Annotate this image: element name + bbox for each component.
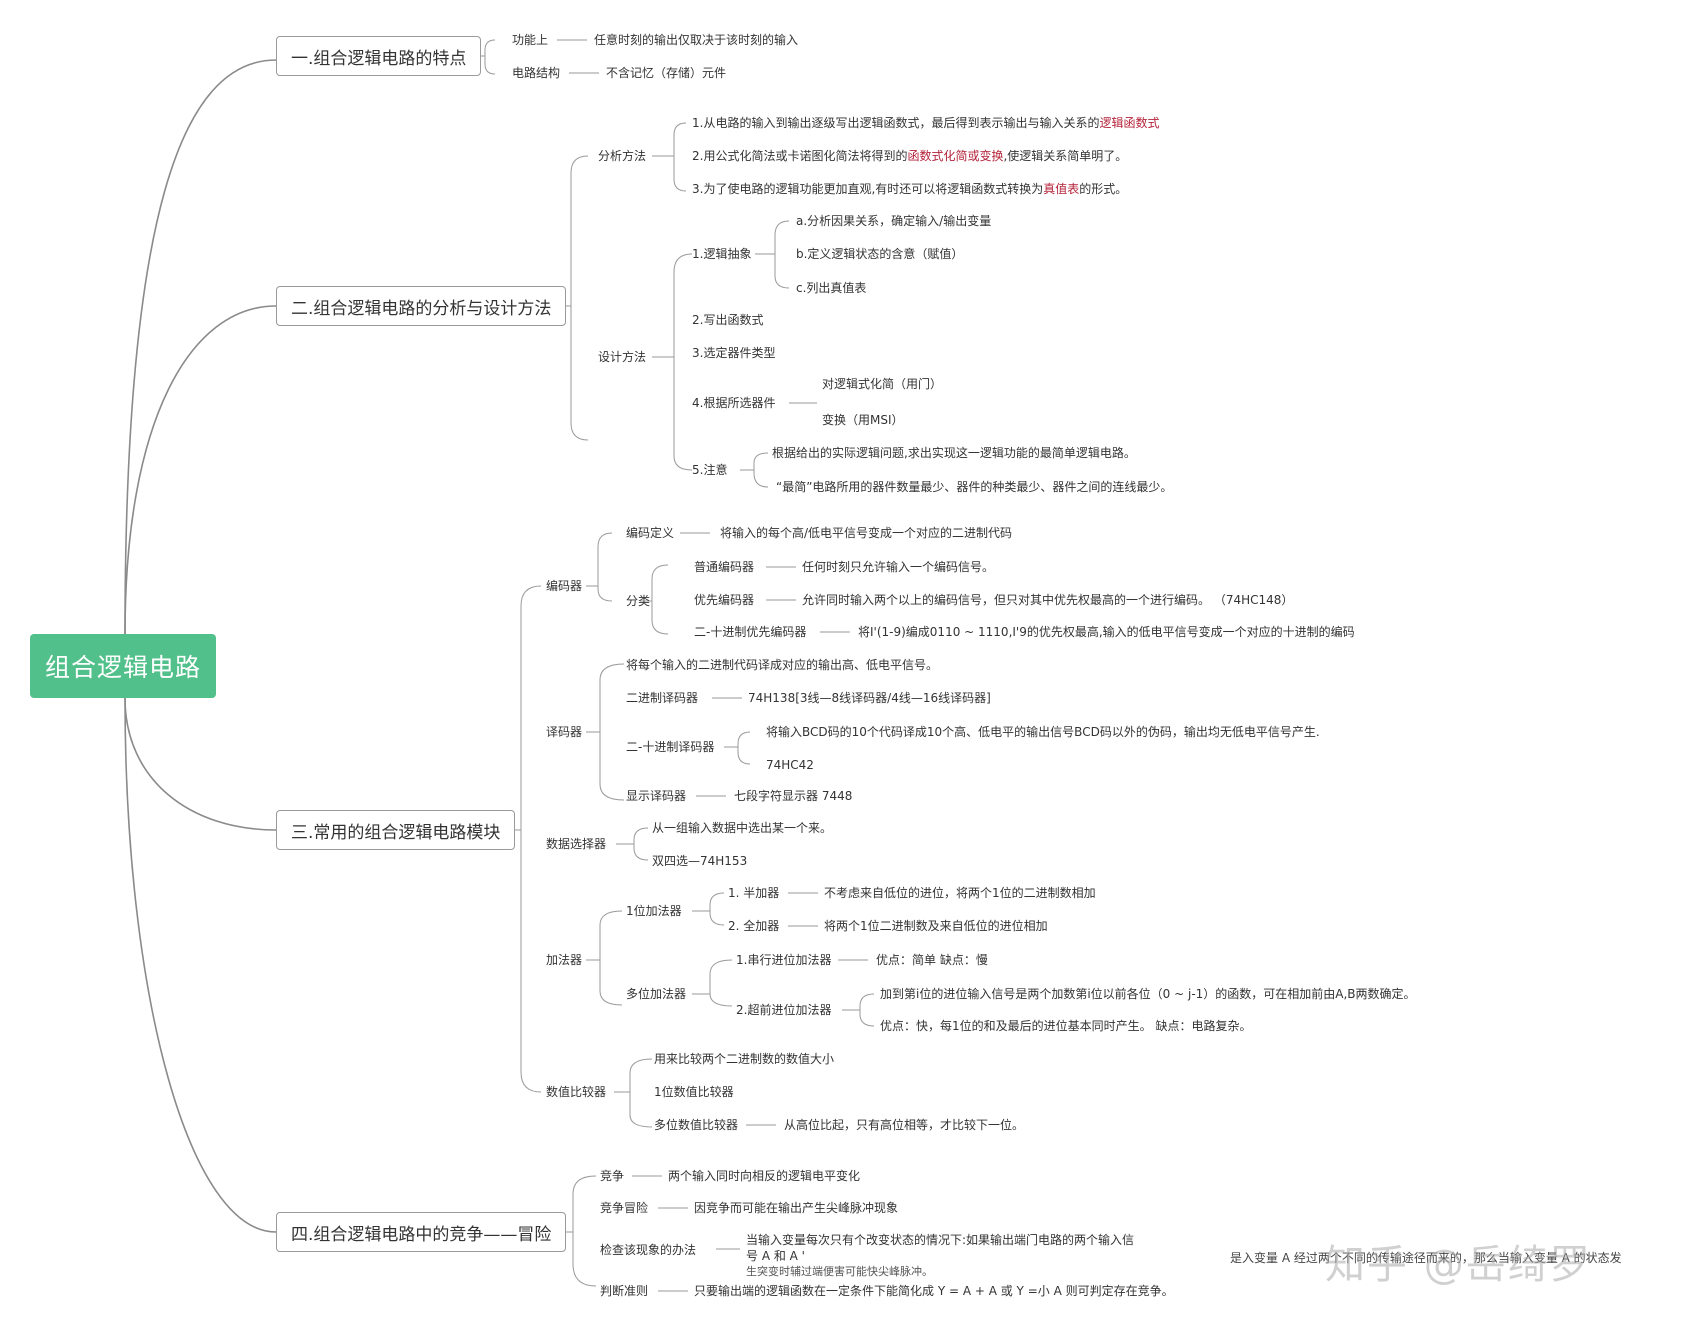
b3-encoder-c1-desc: 任何时刻只允许输入一个编码信号。 xyxy=(802,560,995,574)
b4-race: 竞争 xyxy=(600,1169,625,1183)
b3-adder-lookahead-b: 优点：快，每1位的和及最后的进位基本同时产生。 缺点：电路复杂。 xyxy=(880,1019,1252,1033)
b3-encoder-class: 分类 xyxy=(626,594,651,608)
b3-decoder-binary-desc: 74H138[3线—8线译码器/4线—16线译码器] xyxy=(748,691,991,705)
b3-adder-serial: 1.串行进位加法器 xyxy=(736,953,832,967)
b3-decoder-bcd-a: 将输入BCD码的10个代码译成10个高、低电平的输出信号BCD码以外的伪码，输出… xyxy=(766,725,1320,739)
b3-comparator-b: 1位数值比较器 xyxy=(654,1085,734,1099)
root-node: 组合逻辑电路 xyxy=(30,634,216,698)
b3-adder-half-desc: 不考虑来自低位的进位，将两个1位的二进制数相加 xyxy=(824,886,1096,900)
b3-adder-1bit: 1位加法器 xyxy=(626,904,682,918)
b2-analysis: 分析方法 xyxy=(598,149,647,163)
b3-decoder-def: 将每个输入的二进制代码译成对应的输出高、低电平信号。 xyxy=(626,658,939,672)
b3-adder-half: 1. 半加器 xyxy=(728,886,780,900)
b2-design-1c: c.列出真值表 xyxy=(796,281,867,295)
branch-1-title: 一.组合逻辑电路的特点 xyxy=(276,36,482,76)
b2-design-1a: a.分析因果关系，确定输入/输出变量 xyxy=(796,214,992,228)
b2-analysis-3: 3.为了使电路的逻辑功能更加直观,有时还可以将逻辑函数式转换为真值表的形式。 xyxy=(692,182,1128,196)
b2-analysis-1: 1.从电路的输入到输出逐级写出逻辑函数式，最后得到表示输出与输入关系的逻辑函数式 xyxy=(692,116,1160,130)
b1-structure-desc: 不含记忆（存储）元件 xyxy=(606,66,727,80)
b4-judge: 判断准则 xyxy=(600,1284,649,1298)
b3-comparator-a: 用来比较两个二进制数的数值大小 xyxy=(654,1052,835,1066)
b4-check-right: 是入变量 A 经过两个不同的传输途径而来的，那么当输入变量 A 的状态发 xyxy=(1230,1251,1622,1265)
b3-encoder-c1: 普通编码器 xyxy=(694,560,755,574)
b3-mux-b: 双四选—74H153 xyxy=(652,854,748,868)
b3-adder: 加法器 xyxy=(546,953,583,967)
b4-judge-desc: 只要输出端的逻辑函数在一定条件下能简化成 Y = A + A 或 Y =小 A … xyxy=(694,1284,1174,1298)
b3-decoder-display: 显示译码器 xyxy=(626,789,687,803)
b3-comparator: 数值比较器 xyxy=(546,1085,607,1099)
b4-hazard-desc: 因竞争而可能在输出产生尖峰脉冲现象 xyxy=(694,1201,899,1215)
b4-hazard: 竞争冒险 xyxy=(600,1201,649,1215)
b4-race-desc: 两个输入同时向相反的逻辑电平变化 xyxy=(668,1169,861,1183)
b2-design-3: 3.选定器件类型 xyxy=(692,346,776,360)
b2-design-2: 2.写出函数式 xyxy=(692,313,764,327)
b2-design-1b: b.定义逻辑状态的含意（赋值） xyxy=(796,247,964,261)
b3-encoder-c3-desc: 将I'(1-9)编成0110 ~ 1110,I'9的优先权最高,输入的低电平信号… xyxy=(858,625,1355,639)
b1-function: 功能上 xyxy=(512,33,549,47)
b3-mux-a: 从一组输入数据中选出某一个来。 xyxy=(652,821,833,835)
b4-check-desc: 当输入变量每次只有个改变状态的情况下:如果输出端门电路的两个输入信 号 A 和 … xyxy=(746,1233,1135,1278)
watermark: 知乎 @岳绮罗 xyxy=(1325,1242,1592,1288)
b2-design: 设计方法 xyxy=(598,350,647,364)
b3-comparator-c: 多位数值比较器 xyxy=(654,1118,739,1132)
b3-adder-lookahead: 2.超前进位加法器 xyxy=(736,1003,832,1017)
b3-adder-full: 2. 全加器 xyxy=(728,919,780,933)
b3-encoder-def: 编码定义 xyxy=(626,526,675,540)
b3-encoder: 编码器 xyxy=(546,579,583,593)
b3-adder-lookahead-a: 加到第i位的进位输入信号是两个加数第i位以前各位（0 ~ j-1）的函数，可在相… xyxy=(880,987,1416,1001)
b2-design-5b: “最简”电路所用的器件数量最少、器件的种类最少、器件之间的连线最少。 xyxy=(776,480,1173,494)
b3-adder-full-desc: 将两个1位二进制数及来自低位的进位相加 xyxy=(824,919,1048,933)
branch-4-title: 四.组合逻辑电路中的竞争——冒险 xyxy=(276,1212,567,1252)
b2-design-5a: 根据给出的实际逻辑问题,求出实现这一逻辑功能的最简单逻辑电路。 xyxy=(772,446,1136,460)
b2-design-4: 4.根据所选器件 xyxy=(692,396,776,410)
b1-function-desc: 任意时刻的输出仅取决于该时刻的输入 xyxy=(594,33,799,47)
b3-encoder-c2-desc: 允许同时输入两个以上的编码信号，但只对其中优先权最高的一个进行编码。 （74HC… xyxy=(802,593,1294,607)
b3-mux: 数据选择器 xyxy=(546,837,607,851)
b3-decoder-bcd: 二-十进制译码器 xyxy=(626,740,715,754)
b2-design-1: 1.逻辑抽象 xyxy=(692,247,752,261)
b3-decoder: 译码器 xyxy=(546,725,583,739)
b3-encoder-def-desc: 将输入的每个高/低电平信号变成一个对应的二进制代码 xyxy=(720,526,1013,540)
b3-adder-multi: 多位加法器 xyxy=(626,987,687,1001)
b1-structure: 电路结构 xyxy=(512,66,561,80)
b2-analysis-2: 2.用公式化简法或卡诺图化简法将得到的函数式化简或变换,使逻辑关系简单明了。 xyxy=(692,149,1128,163)
b3-encoder-c2: 优先编码器 xyxy=(694,593,755,607)
branch-3-title: 三.常用的组合逻辑电路模块 xyxy=(276,810,516,850)
b3-encoder-c3: 二-十进制优先编码器 xyxy=(694,625,807,639)
b3-decoder-binary: 二进制译码器 xyxy=(626,691,699,705)
b3-decoder-bcd-b: 74HC42 xyxy=(766,758,814,772)
b2-design-5: 5.注意 xyxy=(692,463,728,477)
b3-adder-serial-desc: 优点：简单 缺点：慢 xyxy=(876,953,988,967)
b3-comparator-c-desc: 从高位比起，只有高位相等，才比较下一位。 xyxy=(784,1118,1025,1132)
b2-design-4b: 变换（用MSI） xyxy=(822,413,904,427)
b2-design-4a: 对逻辑式化简（用门） xyxy=(822,377,943,391)
b3-decoder-display-desc: 七段字符显示器 7448 xyxy=(734,789,853,803)
branch-2-title: 二.组合逻辑电路的分析与设计方法 xyxy=(276,286,567,326)
b4-check: 检查该现象的办法 xyxy=(600,1243,697,1257)
